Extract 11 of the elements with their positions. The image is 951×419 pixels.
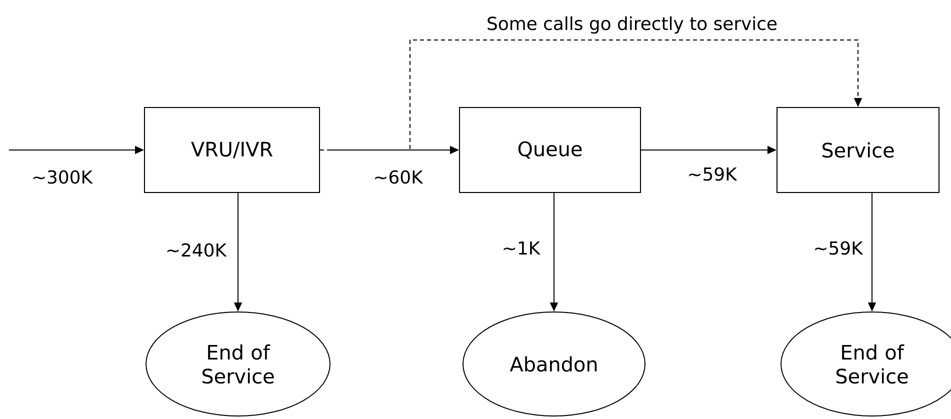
edge-label: ~1K [500,240,542,256]
edge-label: ~60K [372,169,424,185]
edge-label: ~240K [164,242,228,258]
process-box: VRU/IVR [144,107,320,193]
process-box: Service [776,107,940,193]
process-box: Queue [459,107,641,193]
edge-label: ~59K [812,240,864,256]
edge-label: ~300K [30,169,94,185]
arrow [320,40,862,150]
edge-label: Some calls go directly to service [486,15,778,35]
edge-label: ~59K [686,166,738,182]
